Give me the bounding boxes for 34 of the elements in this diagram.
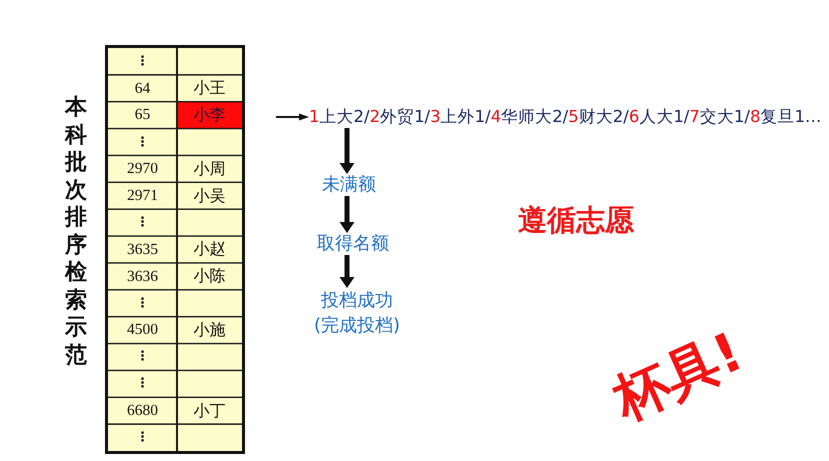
rank-number: 2971	[127, 188, 158, 204]
student-name: 小陈	[194, 268, 226, 284]
rank-number: 4500	[127, 322, 158, 338]
ellipsis-mark: ⋮	[136, 350, 149, 364]
student-name: 小吴	[194, 188, 226, 204]
student-name: 小赵	[194, 241, 226, 258]
stamp-text: 杯具!	[605, 320, 752, 432]
ellipsis-mark: ⋮	[136, 136, 149, 149]
student-name: 小王	[194, 80, 226, 96]
ellipsis-mark: ⋮	[136, 431, 149, 444]
ellipsis-mark: ⋮	[136, 296, 149, 310]
step-text: 未满额	[322, 174, 376, 196]
choice-list: 1上大2/2外贸1/3上外1/4华师大2/5财大2/6人大1/7交大1/8复旦1…	[309, 106, 822, 128]
arrow	[340, 196, 354, 233]
step-text: 投档成功(完成投档)	[311, 288, 403, 338]
rank-number: 3635	[127, 242, 158, 258]
vertical-heading: 本科批次排序检索示范	[65, 94, 87, 369]
student-name: 小丁	[194, 402, 226, 419]
rank-number: 3636	[127, 268, 158, 284]
ellipsis-mark: ⋮	[136, 216, 149, 230]
student-name: 小周	[194, 160, 226, 177]
arrow	[340, 255, 354, 288]
emphasis-text: 遵循志愿	[518, 203, 634, 237]
rank-number: 65	[134, 107, 150, 123]
step-text: 取得名额	[317, 233, 389, 255]
rank-number: 64	[134, 80, 150, 96]
rank-number: 2970	[127, 161, 158, 177]
ellipsis-mark: ⋮	[136, 377, 149, 390]
highlighted-cell: 小李	[177, 102, 242, 129]
ellipsis-mark: ⋮	[136, 54, 149, 68]
student-name: 小施	[194, 322, 226, 338]
rank-number: 6680	[127, 402, 158, 418]
arrow	[340, 128, 354, 174]
arrow	[276, 114, 309, 120]
